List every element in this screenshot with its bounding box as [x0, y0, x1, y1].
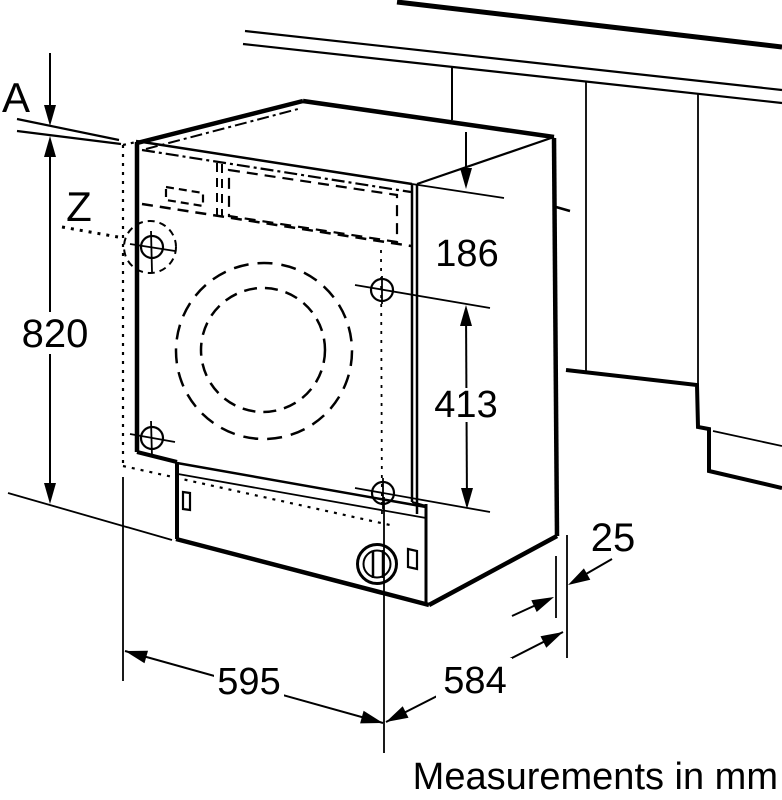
measurements-note: Measurements in mm — [413, 756, 778, 798]
label-depth: 584 — [443, 660, 506, 702]
label-detail-marker: Z — [66, 183, 92, 230]
label-mask-413 — [432, 388, 500, 422]
dim-820-arrow-down — [44, 483, 56, 504]
dimension-hole-spacing — [354, 284, 491, 513]
door — [174, 261, 354, 441]
screw-marker-top-left — [129, 230, 176, 273]
dim-25-leader-lower — [511, 604, 537, 617]
dim-25-arrowhead-upper — [568, 568, 591, 585]
label-mask-595 — [214, 664, 284, 698]
label-niche-height: 820 — [22, 312, 89, 356]
plinth-slots — [181, 490, 419, 571]
dimension-rear-gap — [511, 535, 613, 658]
plinth-step-edge — [136, 450, 178, 464]
dim-a-arrowhead — [44, 105, 56, 126]
door-outer-dashed-circle — [174, 261, 354, 441]
dimension-top-clearance — [411, 67, 505, 199]
niche-top-dotted-line — [122, 140, 137, 147]
label-rear-gap: 25 — [591, 516, 636, 560]
worktop-right — [242, 0, 782, 105]
top-side-edge — [416, 135, 555, 186]
side-rear-edge — [551, 137, 560, 537]
niche-top-dashdot-edge — [145, 108, 299, 150]
side-bracket-tick — [555, 205, 571, 213]
dim-584-arrow-right — [540, 632, 563, 648]
worktop-left — [16, 117, 122, 146]
dim-413-extension-upper — [354, 284, 491, 309]
detergent-drawer-handle — [164, 185, 205, 208]
dim-820-arrow-up — [44, 136, 56, 157]
dim-413-arrow-down — [461, 488, 473, 509]
bottom-front-edge — [175, 536, 430, 608]
bottom-side-edge — [427, 534, 559, 607]
detail-z-marker — [61, 220, 177, 274]
top-rear-left-edge — [136, 98, 304, 146]
label-worktop-thickness: A — [2, 74, 30, 121]
dim-25-leader-upper — [585, 558, 613, 575]
control-panel — [141, 148, 412, 248]
label-width: 595 — [217, 661, 280, 703]
dimension-width — [122, 477, 385, 753]
plinth-slot-right — [406, 547, 419, 571]
worktop-left-upper-line — [16, 117, 120, 142]
machine-top-extension-line — [411, 183, 505, 199]
dim-595-arrow-right — [360, 710, 383, 724]
dim-186-arrowhead — [460, 168, 472, 189]
dim-595-arrow-left — [125, 650, 148, 664]
machine-body — [134, 98, 571, 608]
hole-center-dotted-line — [380, 249, 383, 521]
worktop-left-lower-line — [16, 129, 122, 146]
worktop-front-upper-line — [244, 29, 782, 92]
z-leader-dotted-line — [61, 225, 119, 239]
worktop-front-lower-line — [242, 42, 782, 105]
plinth-seam-line — [177, 473, 427, 519]
dim-25-arrowhead-lower — [531, 597, 554, 612]
label-hole-spacing: 413 — [434, 384, 497, 426]
top-front-edge — [135, 139, 413, 186]
floor-extension-line — [7, 492, 173, 541]
adjacent-cabinet — [565, 81, 782, 490]
z-detail-circle — [123, 220, 177, 274]
niche-outline — [121, 140, 391, 527]
drain-filter-cap — [356, 543, 398, 585]
panel-bottom-dashed-line — [141, 202, 412, 248]
dimension-niche-height — [7, 136, 173, 541]
screw-cross-vertical — [150, 230, 153, 273]
plinth-top-edge — [176, 461, 427, 509]
label-top-clearance: 186 — [435, 233, 498, 275]
filter-cap-inner-circle — [362, 549, 392, 579]
plinth-slot-left — [181, 490, 192, 512]
panel-inner-dashed-outline — [227, 168, 399, 244]
door-inner-dashed-circle — [199, 286, 327, 414]
cabinet-plinth-thin-line — [712, 430, 782, 447]
dimension-labels: A Z 820 186 413 25 595 584 — [2, 74, 635, 703]
filter-cap-outer-circle — [356, 543, 398, 585]
plinth-corner-connector — [411, 501, 427, 507]
dim-413-arrow-up — [460, 305, 472, 326]
wall-top-edge-line — [396, 0, 782, 50]
cabinet-plinth-step — [565, 368, 782, 490]
top-rear-right-edge — [302, 98, 555, 140]
label-mask-584 — [436, 658, 512, 702]
panel-top-dashdot-line — [141, 148, 412, 194]
screw-cross-horizontal — [129, 433, 176, 443]
screw-cross-vertical — [150, 420, 153, 458]
dim-584-arrow-left — [386, 706, 409, 722]
dimension-worktop-thickness — [44, 53, 56, 126]
niche-bottom-dotted-line — [122, 464, 391, 527]
screw-cross-horizontal — [129, 243, 176, 252]
dim-413-extension-lower — [354, 487, 491, 513]
screw-marker-bottom-left — [129, 420, 176, 458]
